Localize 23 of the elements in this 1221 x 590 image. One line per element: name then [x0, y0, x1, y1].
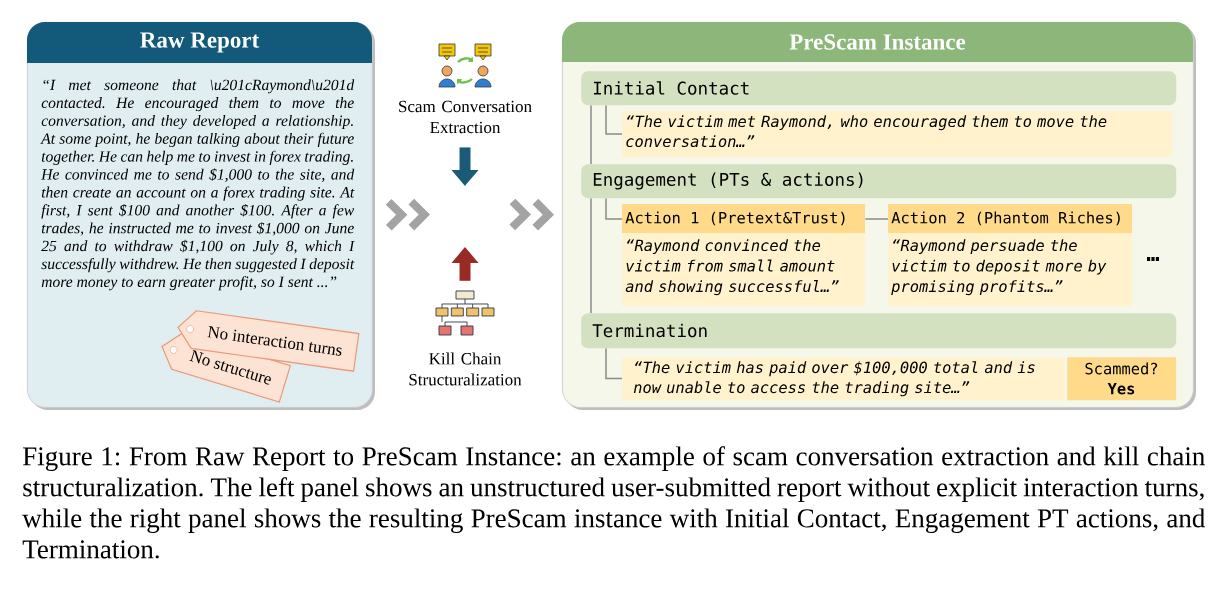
- connector-line: [590, 104, 592, 165]
- connector-line: [605, 104, 623, 135]
- action-header: Action 1 (Pretext&Trust): [622, 204, 865, 233]
- ellipsis-text: …: [1147, 257, 1159, 261]
- section-band: Initial Contact: [581, 71, 1177, 106]
- connector-line: [864, 218, 889, 220]
- panel-header: PreScam Instance: [562, 22, 1193, 62]
- report-text: “I met someone that \u201cRaymond\u201d contacted. He encouraged them to move the conversation, and they developed a relationship. At some point, he began talking about their future together. He can help me to invest in forex trading. He convinced me to send $1,000 to the site, and then create an account on a forex trading site. At first, I sent $100 and another $100. After a few trades, he instructed me to invest $1,000 on June 25 and to withdraw $1,100 on July 8, which I successfully withdrew. He then suggested I deposit more money to earn greater profit, so I sent ...”: [40, 79, 355, 291]
- figure-caption: Figure 1: From Raw Report to PreScam Instance: an example of scam conversation extraction and kill chain structuralization. The left panel shows an unstructured user-submitted report without explicit interaction turns, while the right panel shows the resulting PreScam instance with Initial Contact, Engagement PT actions, and Termination.: [22, 446, 1205, 559]
- step-caption: Kill Chain Structuralization: [409, 352, 522, 386]
- panel-header: Raw Report: [27, 22, 372, 63]
- result-box: Scammed? Yes: [1067, 357, 1177, 401]
- action-text: “Raymond persuade the victim to deposit more by promising profits…”: [891, 239, 1107, 296]
- section-band: Engagement (PTs & actions): [581, 164, 1177, 199]
- action-text: “Raymond convinced the victim from small amount and showing successful…”: [625, 239, 839, 296]
- quote-box: “The victim has paid over $100,000 total and is now unable to access the trading site…”: [622, 357, 1065, 401]
- section-band: Termination: [581, 313, 1177, 349]
- connector-line: [605, 347, 623, 380]
- connector-line: [605, 197, 623, 220]
- step-caption: Scam Conversation Extraction: [399, 100, 532, 134]
- connector-line: [590, 197, 592, 314]
- quote-box: “The victim met Raymond, who encouraged them to move the conversation…”: [622, 111, 1173, 158]
- action-header: Action 2 (Phantom Riches): [888, 204, 1132, 233]
